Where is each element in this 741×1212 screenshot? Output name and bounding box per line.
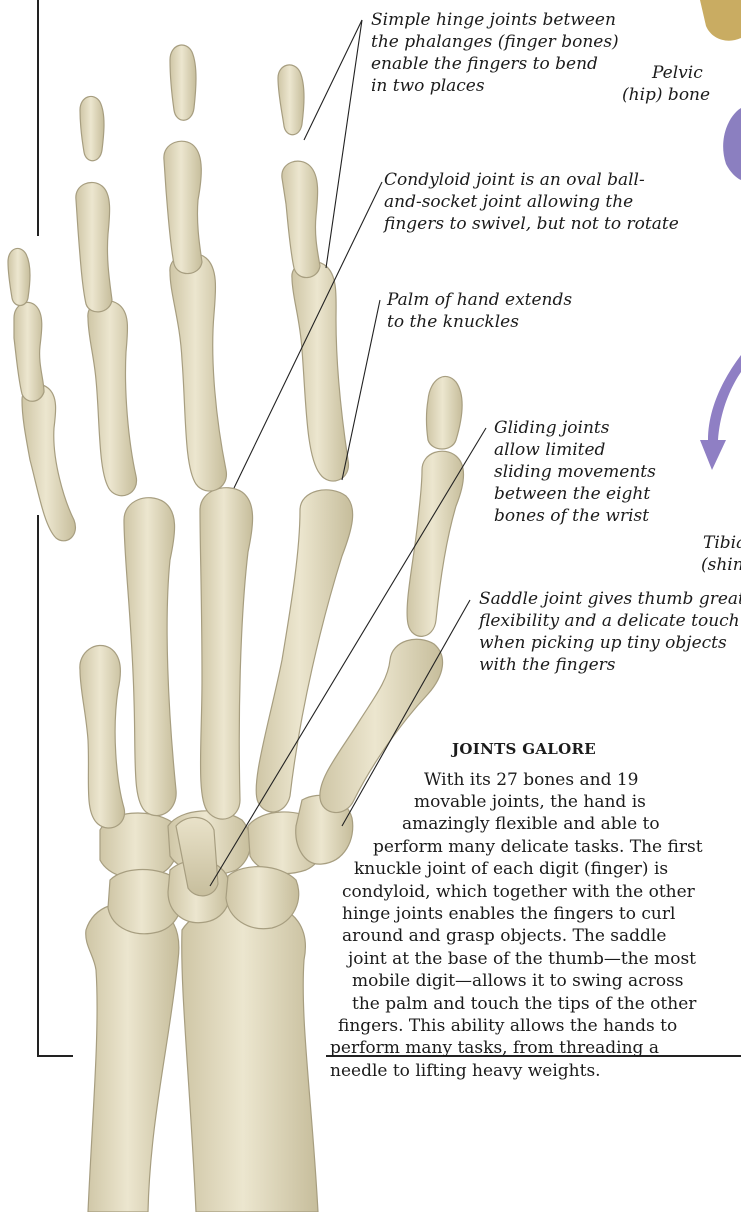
article-line: knuckle joint of each digit (finger) is [354, 858, 668, 880]
article-line: joint at the base of the thumb—the most [348, 948, 696, 970]
article-line: perform many delicate tasks. The first [373, 836, 703, 858]
article-line: the palm and touch the tips of the other [352, 993, 696, 1015]
article-line: hinge joints enables the fingers to curl [342, 903, 675, 925]
article-line: condyloid, which together with the other [342, 881, 695, 903]
article-line: mobile digit—allows it to swing across [352, 970, 684, 992]
article-line: perform many tasks, from threading a [330, 1037, 659, 1059]
article-line: movable joints, the hand is [414, 791, 646, 813]
article-line: amazingly flexible and able to [402, 813, 660, 835]
article-line: With its 27 bones and 19 [424, 769, 638, 791]
article-line: fingers. This ability allows the hands t… [338, 1015, 677, 1037]
article-line: needle to lifting heavy weights. [330, 1060, 601, 1082]
article-line: around and grasp objects. The saddle [342, 925, 666, 947]
